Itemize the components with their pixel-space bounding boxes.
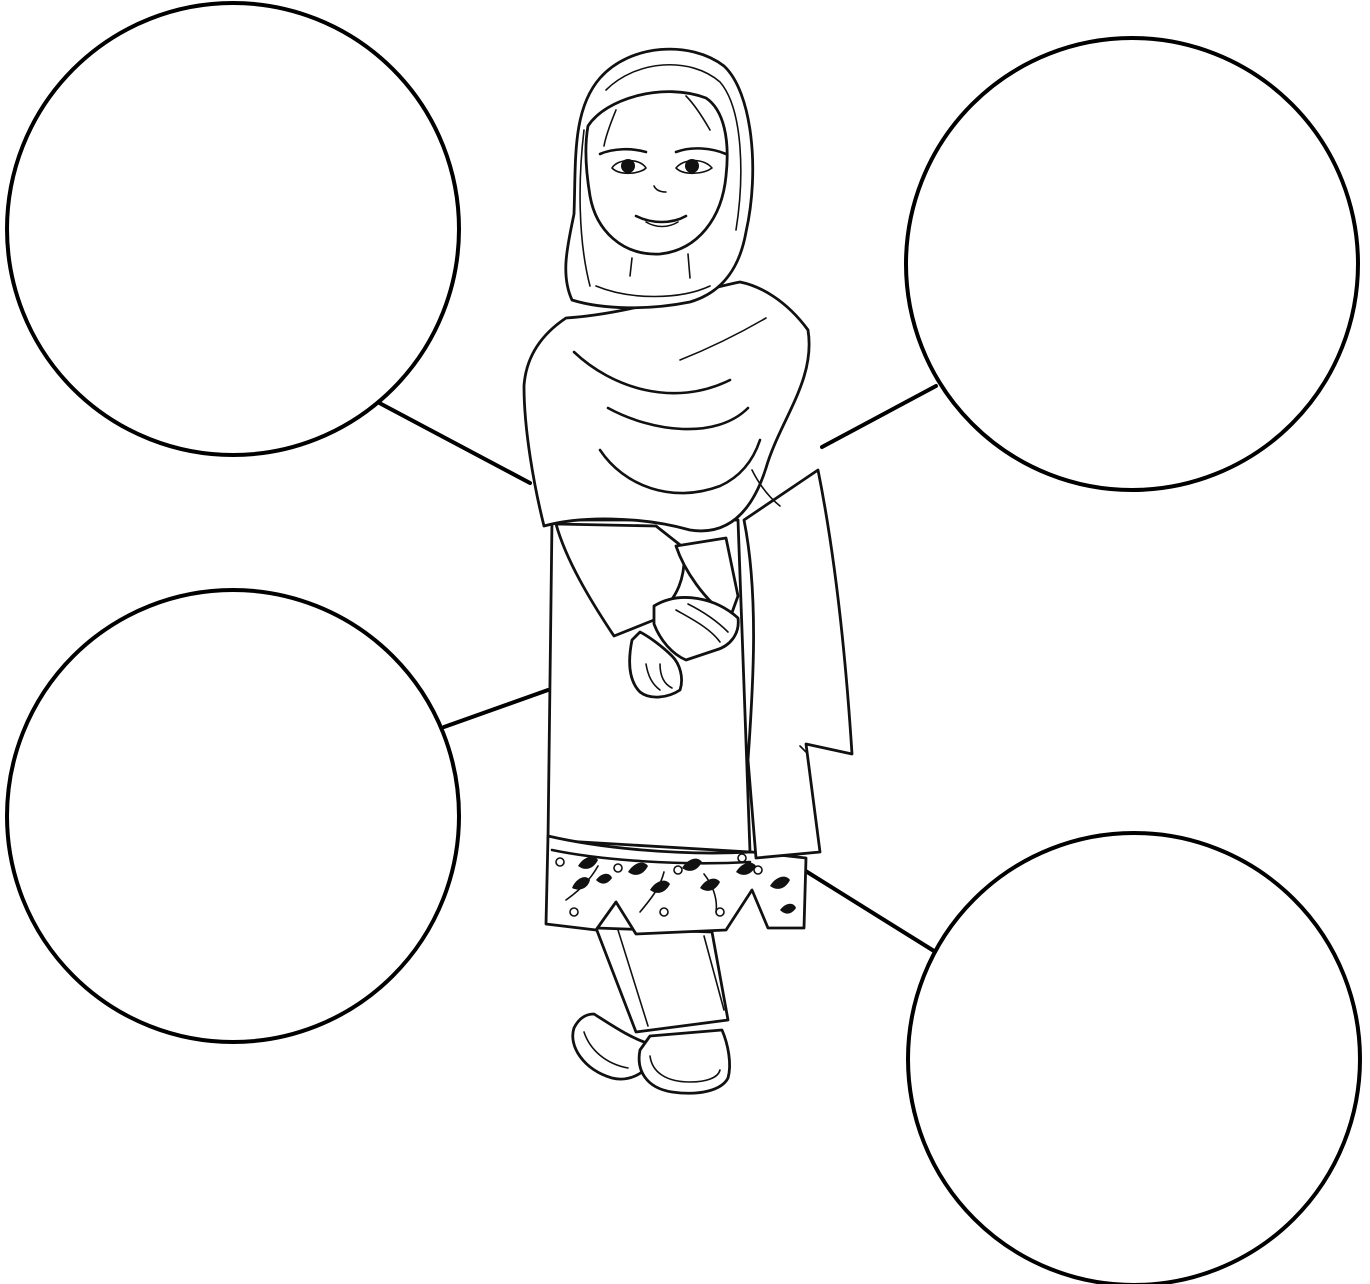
bubble-top-left[interactable]	[7, 3, 459, 455]
bubble-bottom-right[interactable]	[908, 833, 1360, 1284]
connector-top-left	[370, 398, 530, 483]
bubble-bottom-left[interactable]	[7, 590, 459, 1042]
connector-top-right	[822, 386, 936, 447]
girl-figure-illustration	[524, 49, 852, 1093]
bubble-top-right[interactable]	[906, 38, 1358, 490]
connector-bottom-left	[444, 690, 548, 727]
scarf-tail	[744, 470, 852, 858]
trousers	[596, 928, 728, 1032]
connector-bottom-right	[804, 870, 934, 951]
shawl	[524, 282, 809, 531]
